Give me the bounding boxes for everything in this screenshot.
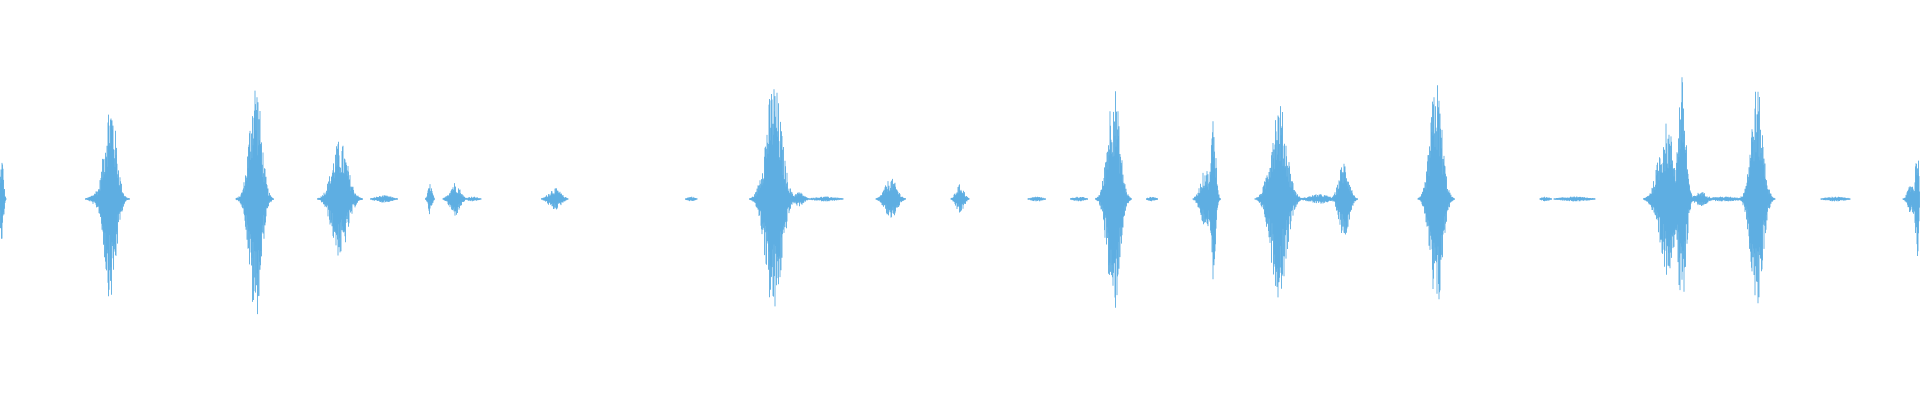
waveform-bars xyxy=(0,77,1920,315)
